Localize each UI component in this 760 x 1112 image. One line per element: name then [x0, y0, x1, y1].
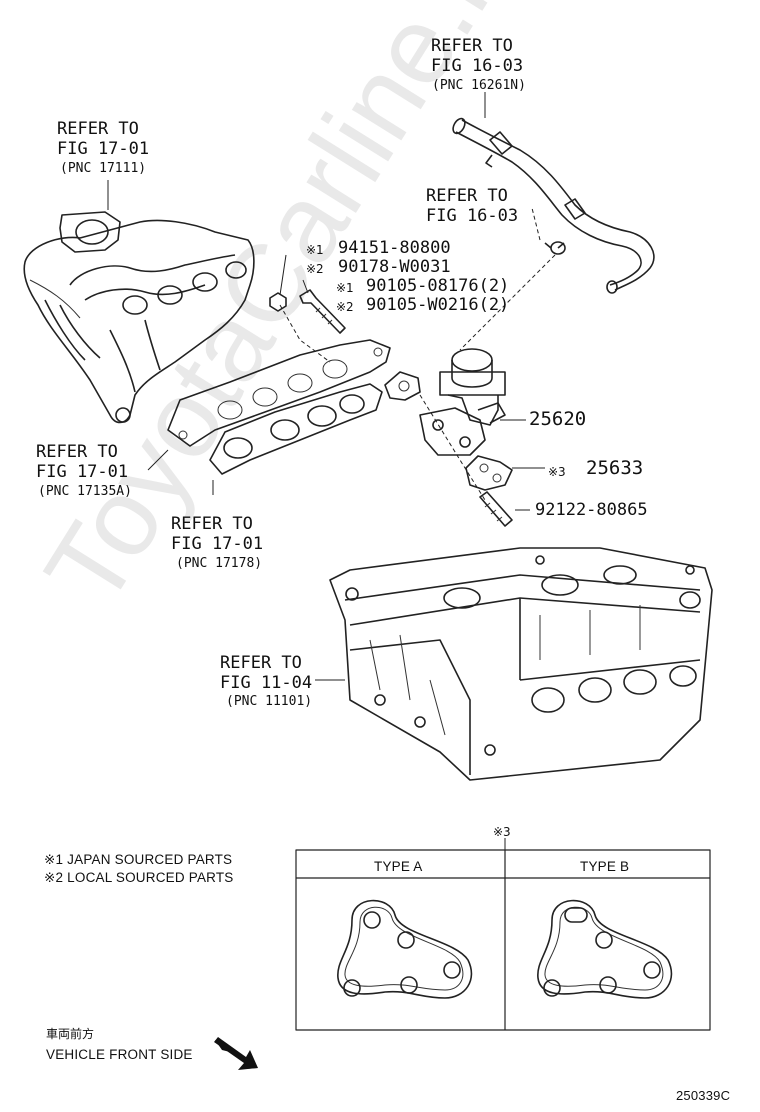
- stud-bolt-part-number: 92122-80865: [535, 500, 648, 520]
- manifold-gasket-outer-drawing: [167, 339, 391, 447]
- figure-id: 250339C: [676, 1088, 731, 1103]
- legend-japan-sourced: ※1 JAPAN SOURCED PARTS: [44, 852, 233, 867]
- vehicle-front-arrow-icon: [214, 1037, 258, 1070]
- stud-jp-part-number: 90105-08176(2): [366, 276, 510, 296]
- ref-manifold-line2: FIG 17-01: [57, 139, 150, 159]
- type-b-gasket-shape: [537, 899, 673, 999]
- egr-gasket-drawing: [465, 455, 513, 491]
- ref-manifold-line1: REFER TO: [57, 119, 139, 139]
- ref-gasket-outer-pnc: (PNC 17135A): [38, 484, 132, 499]
- type-a-gasket-shape: [337, 899, 473, 999]
- ref-hose-pnc: (PNC 16261N): [432, 78, 526, 93]
- ref-gasket-outer-line2: FIG 17-01: [36, 462, 129, 482]
- ref-clamp-line1: REFER TO: [426, 186, 508, 206]
- ref-head-line1: REFER TO: [220, 653, 302, 673]
- ref-head-pnc: (PNC 11101): [226, 694, 313, 709]
- ref-gasket-inner-line2: FIG 17-01: [171, 534, 264, 554]
- vehicle-front-english: VEHICLE FRONT SIDE: [46, 1047, 193, 1062]
- ref-gasket-inner-pnc: (PNC 17178): [176, 556, 263, 571]
- ref-gasket-outer-line1: REFER TO: [36, 442, 118, 462]
- ref-hose-line2: FIG 16-03: [431, 56, 524, 76]
- egr-valve-part-number: 25620: [529, 408, 587, 430]
- stud-bolt-drawing: [479, 491, 513, 527]
- legend-local-sourced: ※2 LOCAL SOURCED PARTS: [44, 870, 234, 885]
- ref-manifold-pnc: (PNC 17111): [60, 161, 147, 176]
- stud-local-mark: ※2: [336, 300, 354, 314]
- nut-jp-part-number: 94151-80800: [338, 238, 451, 258]
- nut-jp-mark: ※1: [306, 243, 324, 257]
- type-a-header: TYPE A: [374, 859, 423, 874]
- nut-local-part-number: 90178-W0031: [338, 257, 451, 277]
- ref-head-line2: FIG 11-04: [220, 673, 313, 693]
- gasket-part-number: 25633: [586, 457, 644, 479]
- intake-manifold-drawing: [23, 211, 255, 424]
- ref-hose-line1: REFER TO: [431, 36, 513, 56]
- nut-and-stud-drawing: [269, 289, 346, 334]
- type-table-mark: ※3: [493, 825, 511, 839]
- water-hose-drawing: [452, 117, 655, 294]
- stud-local-part-number: 90105-W0216(2): [366, 295, 510, 315]
- nut-local-mark: ※2: [306, 262, 324, 276]
- manifold-gasket-inner-drawing: [209, 371, 421, 475]
- gasket-mark: ※3: [548, 465, 566, 479]
- type-table: [295, 849, 711, 1031]
- hose-clamp-drawing: [544, 241, 566, 255]
- vehicle-front-japanese: 車両前方: [46, 1027, 95, 1041]
- ref-clamp-line2: FIG 16-03: [426, 206, 519, 226]
- ref-gasket-inner-line1: REFER TO: [171, 514, 253, 534]
- stud-jp-mark: ※1: [336, 281, 354, 295]
- type-b-header: TYPE B: [580, 859, 630, 874]
- cylinder-head-drawing: [329, 547, 713, 781]
- egr-valve-drawing: [419, 348, 506, 456]
- leader-lines: [107, 92, 556, 850]
